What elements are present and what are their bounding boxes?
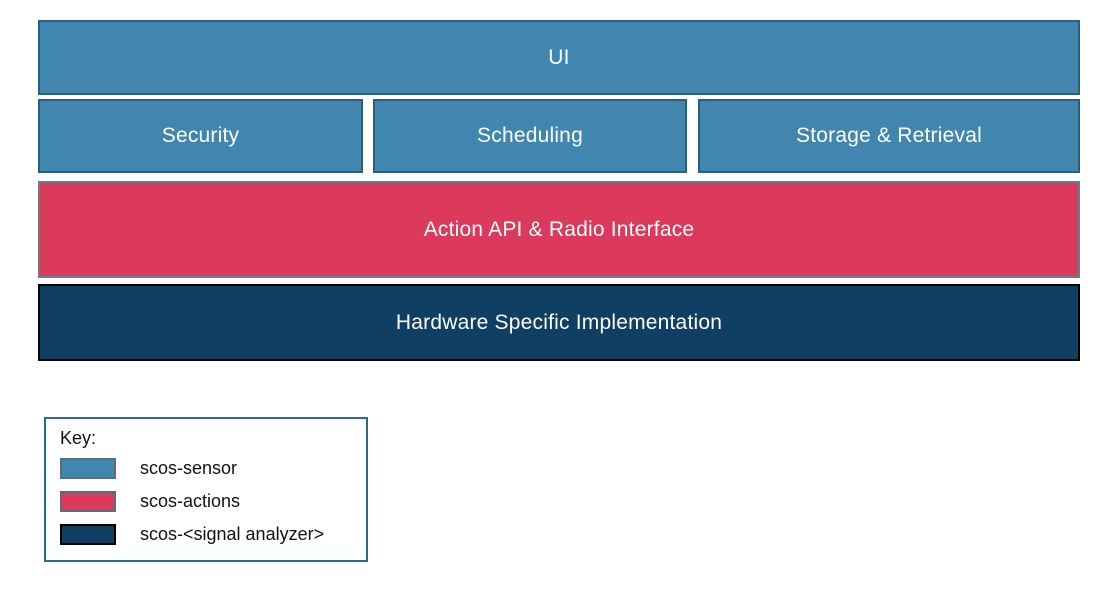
layer-action-api-radio-interface-label: Action API & Radio Interface [423,217,695,241]
layer-ui-label: UI [548,45,570,69]
scos-signal-analyzer-label: scos-<signal analyzer> [140,524,325,544]
scos-signal-analyzer-swatch [60,524,116,545]
scos-actions-swatch [60,491,116,512]
legend-title: Key: [60,428,97,448]
layer-scheduling-label: Scheduling [477,124,583,147]
legend-row-scos-signal-analyzer: scos-<signal analyzer> [60,524,366,545]
legend-row-scos-sensor: scos-sensor [60,458,366,479]
layer-action-api-radio-interface: Action API & Radio Interface [38,181,1080,278]
scos-actions-label: scos-actions [140,491,241,511]
layer-scheduling: Scheduling [373,99,687,173]
layer-hardware-specific-implementation: Hardware Specific Implementation [38,284,1080,361]
layer-security: Security [38,99,363,173]
legend-row-scos-actions: scos-actions [60,491,366,512]
layer-hardware-specific-implementation-label: Hardware Specific Implementation [395,310,723,334]
layer-storage-retrieval: Storage & Retrieval [698,99,1080,173]
layer-ui: UI [38,20,1080,95]
legend-key-box: Key: scos-sensor scos-actions scos-<sign… [44,417,368,562]
scos-sensor-label: scos-sensor [140,458,238,478]
layer-security-label: Security [161,124,240,147]
scos-sensor-swatch [60,458,116,479]
layer-storage-retrieval-label: Storage & Retrieval [796,124,982,147]
